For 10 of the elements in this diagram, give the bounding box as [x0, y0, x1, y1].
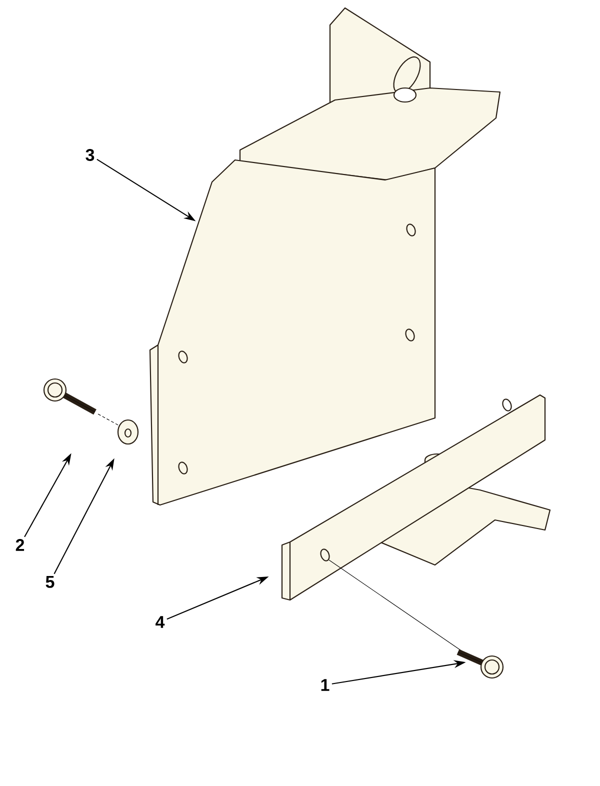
part-drawing	[43, 378, 118, 426]
callout-number: 3	[86, 148, 94, 162]
callout-number: 5	[46, 576, 54, 588]
part-drawing	[117, 419, 139, 445]
part-drawing	[149, 7, 501, 506]
callout-number: 1	[321, 679, 330, 691]
callout-number: 4	[156, 616, 165, 628]
part-drawing	[328, 560, 504, 679]
part-drawing	[281, 394, 551, 601]
callout-number: 2	[16, 539, 24, 551]
